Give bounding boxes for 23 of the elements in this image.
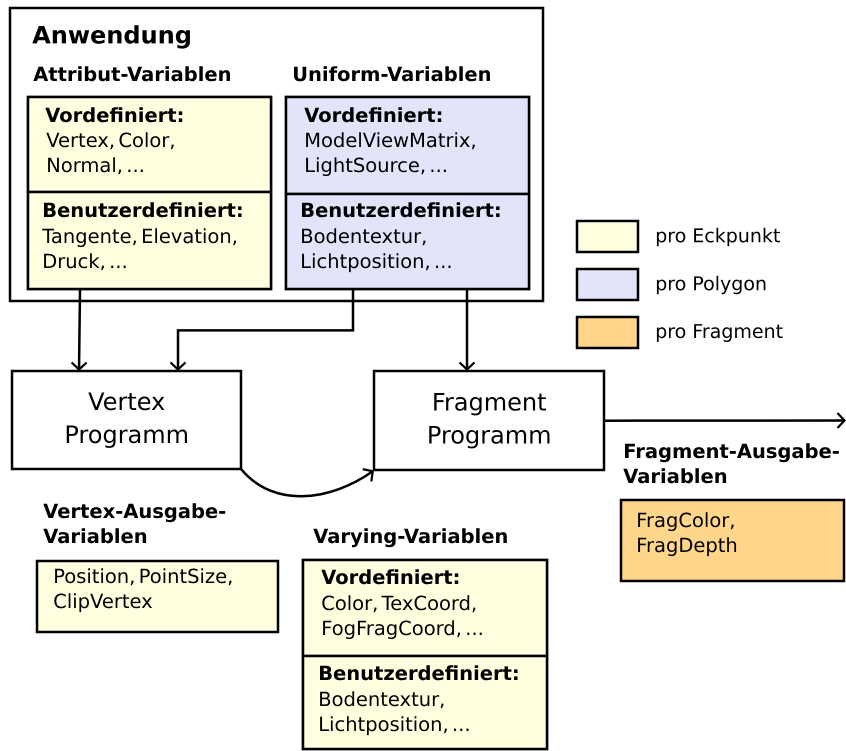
variable-box: Vordefiniert: Color, TexCoord, FogFragCoord, ... [302,558,548,658]
variable-box: Vordefiniert: Vertex, Color, Normal, ... [26,96,272,194]
node-label: Vertex-Ausgabe-Variablen [43,503,226,544]
variable-box: Vertex-Ausgabe-Variablen Position, PointSize, ClipVertex [36,503,280,634]
variable-box: Benutzerdefiniert: Bodentextur, Lichtposition, ... [284,192,530,290]
variable-box: Benutzerdefiniert: Tangente, Elevation, Druck, ... [26,190,272,290]
node-label: Attribut-Variablen [33,66,230,82]
program-box: Fragment Programm [372,370,606,472]
arrow [604,412,846,429]
variable-box: Benutzerdefiniert: Bodentextur, Lichtposition, ... [302,654,548,750]
legend-label: pro Fragment [656,324,783,342]
node-label: Varying-Variablen [313,528,507,548]
node-label: Uniform-Variablen [294,66,490,82]
variable-box: Fragment-Ausgabe-Variablen FragColor, FragDepth [620,443,846,582]
node-label: Fragment-Ausgabe-Variablen [623,443,839,484]
arrow [240,468,374,498]
arrow [170,289,354,371]
program-box: Vertex Programm [10,370,242,470]
arrow [70,289,88,371]
variable-box: Vordefiniert: ModelViewMatrix, LightSource, ... [284,96,530,196]
legend-label: pro Polygon [656,276,766,294]
legend-label: pro Eckpunkt [656,228,780,246]
arrow [458,289,476,371]
